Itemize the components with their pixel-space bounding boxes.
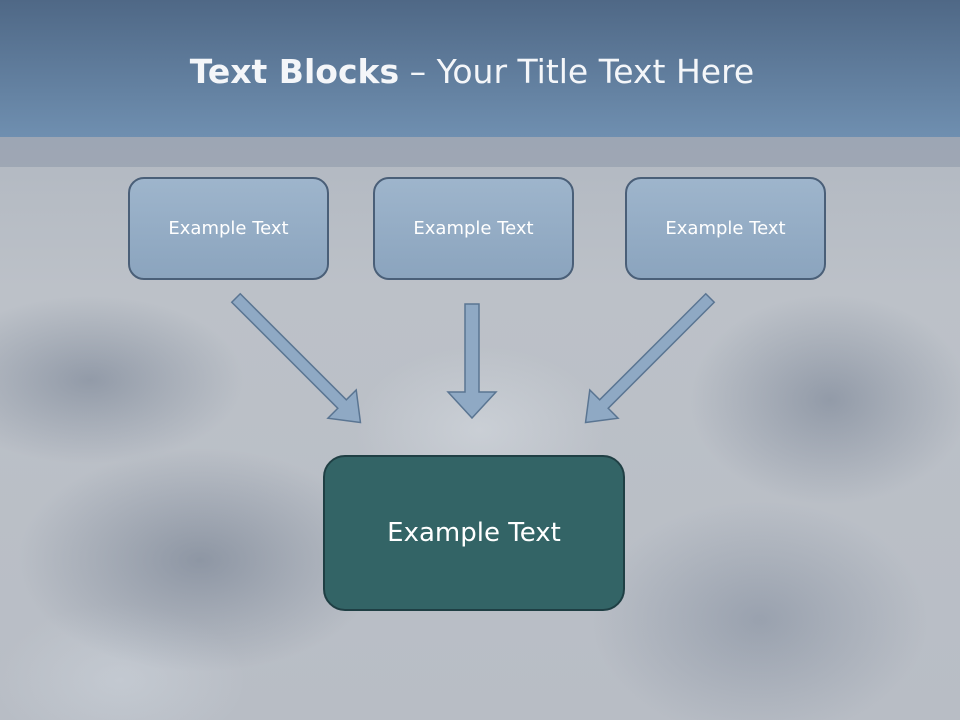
title-bar [0,0,960,137]
title-bold: Text Blocks [189,52,400,91]
text-block-result-label: Example Text [387,518,561,548]
text-block-center-label: Example Text [413,218,534,239]
title-rest: Your Title Text Here [436,52,755,91]
arrow-right [584,292,716,424]
arrow-center [446,303,498,420]
text-block-left-label: Example Text [168,218,289,239]
text-block-left[interactable]: Example Text [128,177,329,280]
slide-title: Text Blocks – Your Title Text Here [0,52,944,91]
text-block-right[interactable]: Example Text [625,177,826,280]
text-block-result[interactable]: Example Text [323,455,625,611]
arrow-left [230,292,362,424]
text-block-right-label: Example Text [665,218,786,239]
title-dash: – [399,52,437,91]
header-band [0,137,960,167]
text-block-center[interactable]: Example Text [373,177,574,280]
